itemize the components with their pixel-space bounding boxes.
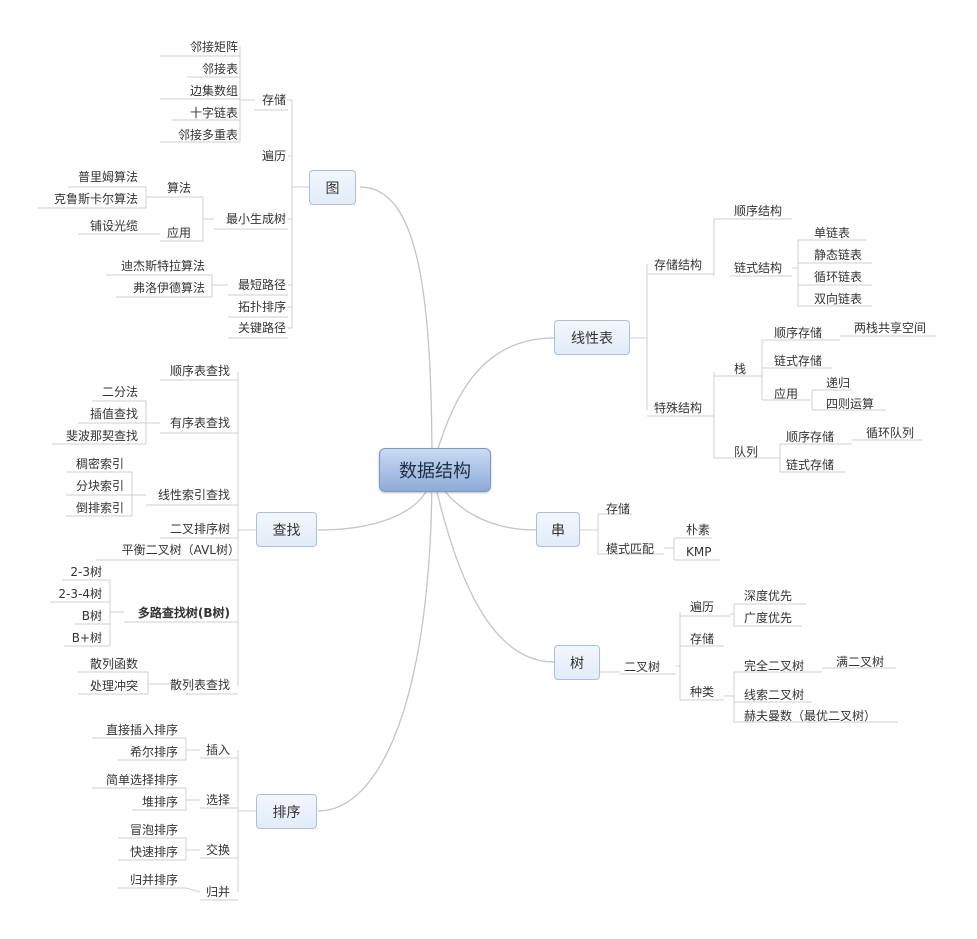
search-btree-item[interactable]: 2-3树 [70,565,102,579]
search-btree-item[interactable]: B+树 [71,631,102,645]
graph-storage-item[interactable]: 邻接矩阵 [189,40,238,54]
tree-binary-types[interactable]: 种类 [690,685,715,699]
string-matching-item[interactable]: 朴素 [686,523,711,537]
graph-mst[interactable]: 最小生成树 [225,212,286,226]
sort-selection[interactable]: 选择 [205,793,230,807]
root-topic[interactable]: 数据结构 [379,448,491,492]
string-matching[interactable]: 模式匹配 [606,542,655,556]
graph-mst-application[interactable]: 应用 [166,226,191,240]
connector-root-linear [431,337,555,471]
topic-search[interactable]: 查找 [256,512,317,547]
search-linear-index-item[interactable]: 分块索引 [75,479,124,493]
graph-traversal[interactable]: 遍历 [261,149,286,163]
linear-queue-seq[interactable]: 顺序存储 [786,430,835,444]
topic-string[interactable]: 串 [536,512,580,547]
tree-types-threaded[interactable]: 线索二叉树 [744,688,805,702]
tree-traversal-item[interactable]: 深度优先 [744,589,793,603]
sort-exchange-item[interactable]: 快速排序 [129,845,178,859]
search-avl[interactable]: 平衡二叉树（AVL树） [121,543,240,557]
graph-mst-algorithm[interactable]: 算法 [166,181,191,195]
linear-storage-linked[interactable]: 链式结构 [734,261,783,275]
graph-storage[interactable]: 存储 [261,93,286,107]
sort-merge[interactable]: 归并 [205,885,230,899]
graph-mst-application-item[interactable]: 铺设光缆 [89,219,138,233]
graph-mst-algorithm-item[interactable]: 克鲁斯卡尔算法 [53,192,138,206]
search-hash-item[interactable]: 处理冲突 [89,679,138,693]
sort-exchange-item[interactable]: 冒泡排序 [129,823,178,837]
connector-root-sort [317,469,433,812]
linear-stack-app[interactable]: 应用 [774,387,799,401]
linear-linked-item[interactable]: 单链表 [814,226,851,240]
linear-linked-item[interactable]: 循环链表 [814,270,863,284]
tree-traversal-item[interactable]: 广度优先 [744,611,793,625]
search-ordered-item[interactable]: 斐波那契查找 [65,429,138,443]
linear-stack-app-item[interactable]: 递归 [826,376,851,390]
search-linear-index[interactable]: 线性索引查找 [157,488,230,502]
linear-queue[interactable]: 队列 [734,445,759,459]
linear-storage[interactable]: 存储结构 [654,258,703,272]
graph-storage-item[interactable]: 邻接表 [201,62,238,76]
linear-queue-linked[interactable]: 链式存储 [786,458,835,472]
linear-queue-seq-item[interactable]: 循环队列 [866,426,915,440]
search-ordered[interactable]: 有序表查找 [169,416,230,430]
graph-storage-item[interactable]: 十字链表 [189,106,238,120]
graph-shortest-path[interactable]: 最短路径 [237,278,286,292]
tree-types-huffman[interactable]: 赫夫曼数（最优二叉树） [744,709,877,723]
string-matching-item[interactable]: KMP [686,545,712,559]
sort-insertion[interactable]: 插入 [205,743,230,757]
connector-root-graph [359,186,433,471]
graph-storage-item[interactable]: 边集数组 [189,84,238,98]
search-btree-item[interactable]: 2-3-4树 [58,587,102,601]
sort-insertion-item[interactable]: 直接插入排序 [105,723,178,737]
tree-types-complete[interactable]: 完全二叉树 [744,659,805,673]
graph-storage-item[interactable]: 邻接多重表 [177,128,238,142]
tree-binary[interactable]: 二叉树 [624,660,661,674]
sort-insertion-item[interactable]: 希尔排序 [129,745,178,759]
string-storage[interactable]: 存储 [606,502,631,516]
search-btree[interactable]: 多路查找树(B树) [137,606,230,620]
linear-stack-seq[interactable]: 顺序存储 [774,326,823,340]
search-ordered-item[interactable]: 插值查找 [89,407,138,421]
graph-mst-algorithm-item[interactable]: 普里姆算法 [77,170,138,184]
search-linear-index-item[interactable]: 倒排索引 [75,501,124,515]
search-bst[interactable]: 二叉排序树 [169,522,230,536]
graph-shortest-path-item[interactable]: 迪杰斯特拉算法 [120,259,205,273]
graph-topo-sort[interactable]: 拓扑排序 [237,300,286,314]
linear-stack[interactable]: 栈 [734,362,747,376]
connector-root-tree [431,469,555,663]
linear-storage-sequential[interactable]: 顺序结构 [734,204,783,218]
topic-linear-list[interactable]: 线性表 [554,320,630,355]
tree-binary-traversal[interactable]: 遍历 [690,600,715,614]
linear-stack-linked[interactable]: 链式存储 [774,354,823,368]
search-btree-item[interactable]: B树 [81,609,102,623]
tree-types-complete-item[interactable]: 满二叉树 [836,655,885,669]
search-hash[interactable]: 散列表查找 [169,678,230,692]
search-ordered-item[interactable]: 二分法 [101,385,138,399]
search-sequential[interactable]: 顺序表查找 [169,364,230,378]
topic-graph[interactable]: 图 [309,170,356,205]
sort-selection-item[interactable]: 简单选择排序 [105,773,178,787]
tree-binary-storage[interactable]: 存储 [690,632,715,646]
graph-shortest-path-item[interactable]: 弗洛伊德算法 [132,281,205,295]
search-hash-item[interactable]: 散列函数 [89,657,138,671]
sort-selection-item[interactable]: 堆排序 [141,795,178,809]
topic-sort[interactable]: 排序 [256,794,317,829]
linear-linked-item[interactable]: 双向链表 [814,292,863,306]
search-linear-index-item[interactable]: 稠密索引 [75,457,124,471]
graph-critical-path[interactable]: 关键路径 [237,321,286,335]
linear-stack-app-item[interactable]: 四则运算 [826,397,875,411]
sort-merge-item[interactable]: 归并排序 [129,873,178,887]
sort-exchange[interactable]: 交换 [205,843,230,857]
linear-special[interactable]: 特殊结构 [654,401,703,415]
topic-tree[interactable]: 树 [554,645,600,680]
linear-linked-item[interactable]: 静态链表 [814,248,863,262]
linear-stack-seq-item[interactable]: 两栈共享空间 [854,321,927,335]
